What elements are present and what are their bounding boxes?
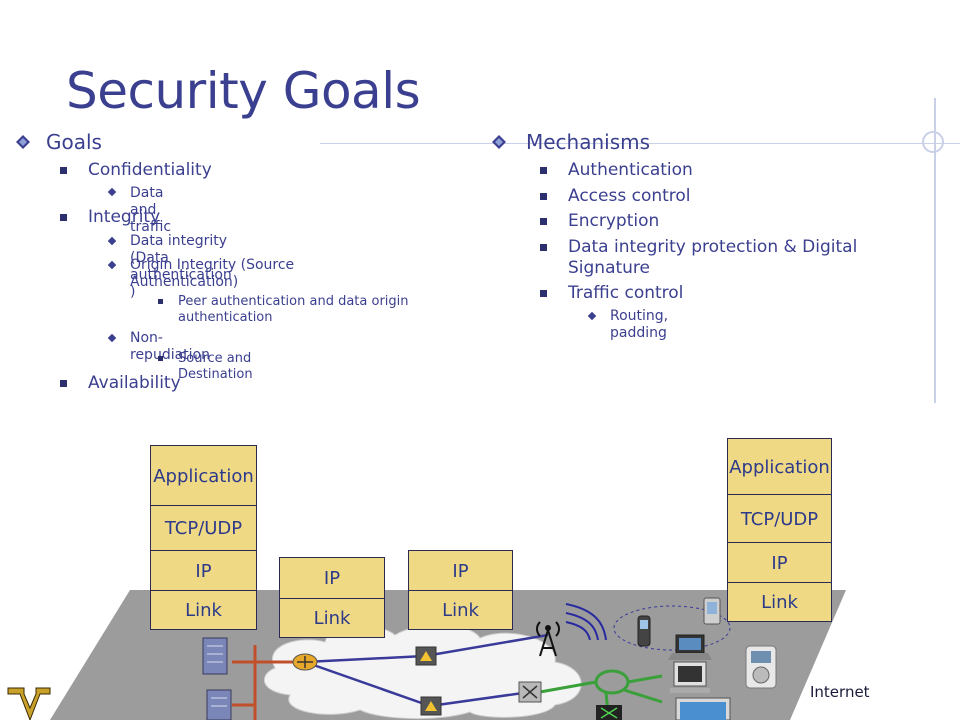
layer-link: Link: [279, 598, 385, 638]
square-bullet-icon: [540, 167, 547, 174]
decorative-circle: [922, 131, 944, 153]
goal-integrity-sub-1: Data integrity (Data authentication ): [130, 233, 232, 300]
goal-integrity-sub-2: Origin Integrity (Source Authentication): [130, 257, 295, 290]
university-logo-icon: [7, 687, 51, 720]
internet-label: Internet: [810, 683, 870, 701]
server-icon: [206, 689, 232, 720]
goal-integrity: Integrity: [88, 207, 161, 227]
wired-lan: [232, 645, 300, 720]
mechanism-item: Authentication: [568, 160, 693, 180]
layer-transport: TCP/UDP: [150, 505, 257, 552]
switch-icon: [415, 646, 437, 666]
pda-icon: [703, 597, 721, 625]
layer-ip: IP: [150, 550, 257, 592]
square-bullet-icon: [540, 218, 547, 225]
mechanism-item: Encryption: [568, 211, 660, 231]
switch-icon: [420, 696, 442, 716]
layer-ip: IP: [408, 550, 513, 592]
monitor-icon: [675, 697, 731, 720]
square-bullet-icon: [60, 167, 67, 174]
gateway-icon: [518, 681, 542, 703]
diamond-bullet-icon: [492, 135, 506, 149]
goal-availability: Availability: [88, 373, 181, 393]
page-title: Security Goals: [66, 62, 421, 120]
square-small-bullet-icon: [158, 299, 163, 304]
media-player-icon: [745, 645, 777, 689]
layer-link: Link: [727, 582, 832, 622]
mechanism-item: Traffic control: [568, 283, 684, 303]
decorative-vertical-line: [934, 98, 936, 403]
goals-heading: Goals: [46, 130, 102, 154]
network-links: [304, 633, 549, 708]
square-bullet-icon: [540, 244, 547, 251]
layer-transport: TCP/UDP: [727, 494, 832, 544]
mechanism-item: Data integrity protection & Digital Sign…: [568, 237, 858, 278]
laptop-icon: [668, 634, 712, 660]
square-bullet-icon: [540, 193, 547, 200]
diamond-bullet-icon: [16, 135, 30, 149]
mechanisms-heading: Mechanisms: [526, 130, 651, 154]
goal-integrity-subsub-2: Source and Destination: [178, 351, 253, 382]
desktop-computer-icon: [670, 661, 710, 693]
layer-link: Link: [408, 590, 513, 630]
antenna-tower-icon: [536, 621, 560, 657]
cell-phone-icon: [637, 615, 651, 647]
router-icon: [292, 653, 318, 671]
access-point-icon: [596, 705, 622, 720]
wireless-links: [539, 669, 663, 713]
server-icon: [202, 637, 228, 675]
layer-ip: IP: [727, 542, 832, 584]
square-bullet-icon: [60, 214, 67, 221]
goal-integrity-sub-3: Non-repudiation: [130, 330, 210, 363]
square-small-bullet-icon: [158, 356, 163, 361]
square-bullet-icon: [540, 290, 547, 297]
decorative-horizontal-line: [320, 143, 960, 144]
layer-application: Application: [150, 445, 257, 507]
square-bullet-icon: [60, 380, 67, 387]
mechanism-item: Access control: [568, 186, 691, 206]
goal-integrity-subsub-1: Peer authentication and data origin auth…: [178, 294, 409, 325]
layer-link: Link: [150, 590, 257, 630]
layer-ip: IP: [279, 557, 385, 600]
wireless-range: [613, 605, 731, 651]
goal-confidentiality-sub: Data and traffic: [130, 185, 172, 235]
mechanism-traffic-sub: Routing, padding: [610, 308, 669, 341]
goal-confidentiality: Confidentiality: [88, 160, 212, 180]
layer-application: Application: [727, 438, 832, 496]
radio-waves: [565, 603, 607, 641]
